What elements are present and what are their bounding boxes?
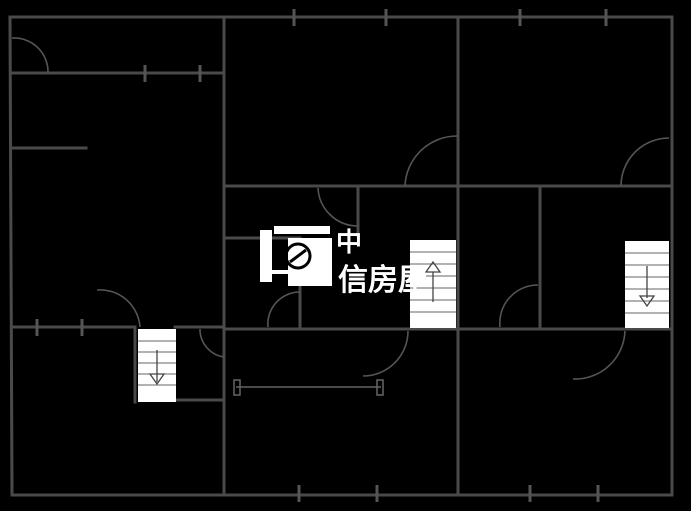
watermark-line-1: 中 [336, 228, 363, 258]
window-markers [35, 9, 608, 502]
stair-center [410, 240, 456, 328]
down-arrow-icon [638, 266, 656, 308]
stair-left [138, 329, 176, 402]
interior-walls [10, 15, 674, 497]
stair-right [625, 241, 669, 328]
down-arrow-icon [148, 350, 166, 386]
up-arrow-icon [424, 260, 442, 302]
exterior-walls [8, 15, 674, 497]
watermark-line-2: 信房屋 [338, 263, 428, 298]
door-swings [11, 37, 670, 380]
zhongxin-realty-logo [260, 226, 332, 286]
